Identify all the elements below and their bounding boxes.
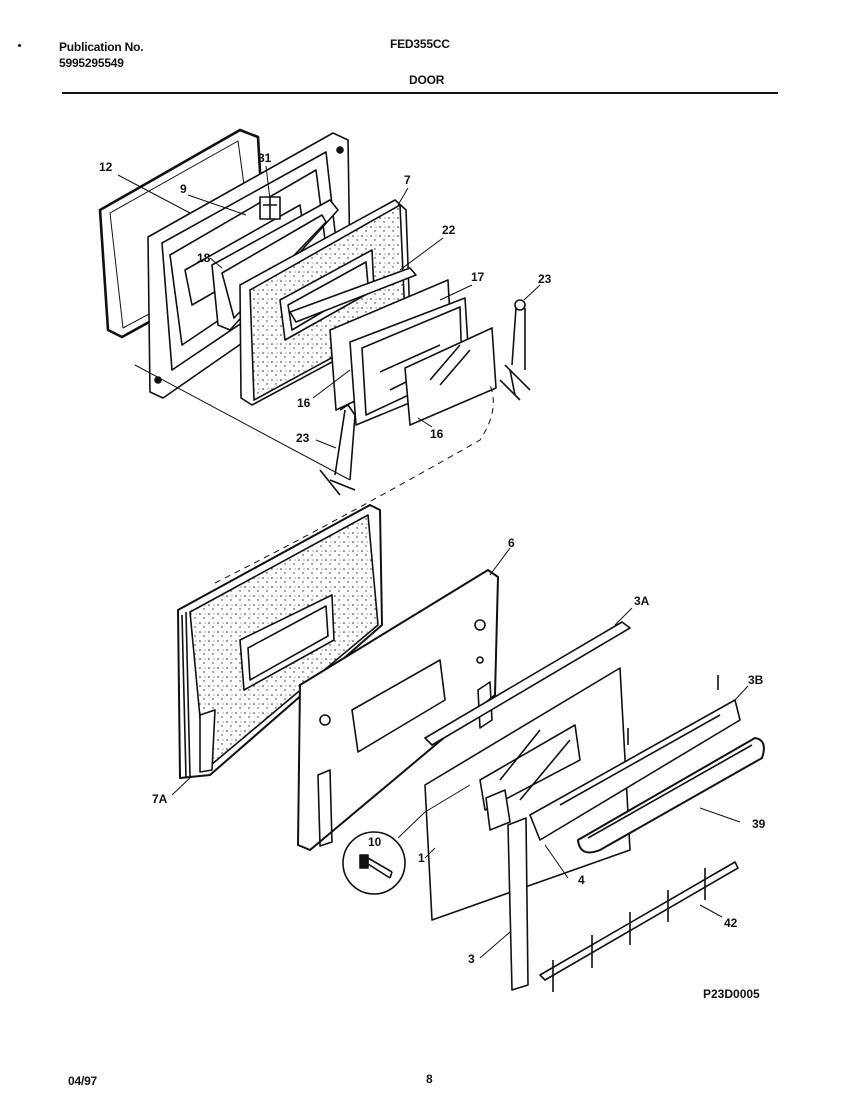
part-31-clip <box>259 196 281 220</box>
callout-3A: 3A <box>634 594 650 608</box>
callout-4: 4 <box>578 873 585 887</box>
callout-6: 6 <box>508 536 515 550</box>
callout-3: 3 <box>468 952 475 966</box>
leader-lines-bottom <box>171 547 749 959</box>
part-3A-trim <box>424 621 631 746</box>
footer-page-number: 8 <box>426 1072 433 1086</box>
callout-18: 18 <box>197 251 211 265</box>
part-39-handle <box>577 737 765 854</box>
part-3-side-strip <box>485 789 529 991</box>
callout-16-left: 16 <box>297 396 311 410</box>
callout-3B: 3B <box>748 673 764 687</box>
part-7A-outer-panel <box>177 504 383 779</box>
header-rule <box>62 92 778 94</box>
part-23-hinge-left <box>319 404 356 496</box>
callout-9: 9 <box>180 182 187 196</box>
part-23-hinge-right <box>499 299 531 401</box>
callout-17: 17 <box>471 270 485 284</box>
callout-12: 12 <box>99 160 113 174</box>
callout-22: 22 <box>442 223 456 237</box>
callout-23-right: 23 <box>538 272 552 286</box>
callout-labels: 12 9 31 7 18 22 17 23 16 16 23 6 3A 3B 7… <box>99 151 766 1001</box>
publication-number: 5995295549 <box>59 56 124 70</box>
callout-31: 31 <box>258 151 272 165</box>
margin-dot <box>18 44 21 47</box>
part-1-door-glass <box>424 667 631 921</box>
part-10-screw-detail <box>342 784 471 895</box>
part-42-rail <box>539 861 739 992</box>
footer-date: 04/97 <box>68 1074 98 1088</box>
model-number: FED355CC <box>390 37 450 51</box>
section-title: DOOR <box>409 73 445 87</box>
callout-7A: 7A <box>152 792 168 806</box>
callout-1: 1 <box>418 851 425 865</box>
diagram-code: P23D0005 <box>703 987 760 1001</box>
callout-39: 39 <box>752 817 766 831</box>
publication-label: Publication No. <box>59 40 144 54</box>
callout-10: 10 <box>368 835 382 849</box>
part-3B-bracket <box>529 675 741 841</box>
callout-23-left: 23 <box>296 431 310 445</box>
part-16-glass <box>404 327 497 426</box>
part-22-retainer <box>289 267 417 323</box>
callout-7: 7 <box>404 173 411 187</box>
callout-16-right: 16 <box>430 427 444 441</box>
callout-42: 42 <box>724 916 738 930</box>
part-6-inner-panel <box>297 569 499 851</box>
leader-lines-top <box>117 165 541 584</box>
